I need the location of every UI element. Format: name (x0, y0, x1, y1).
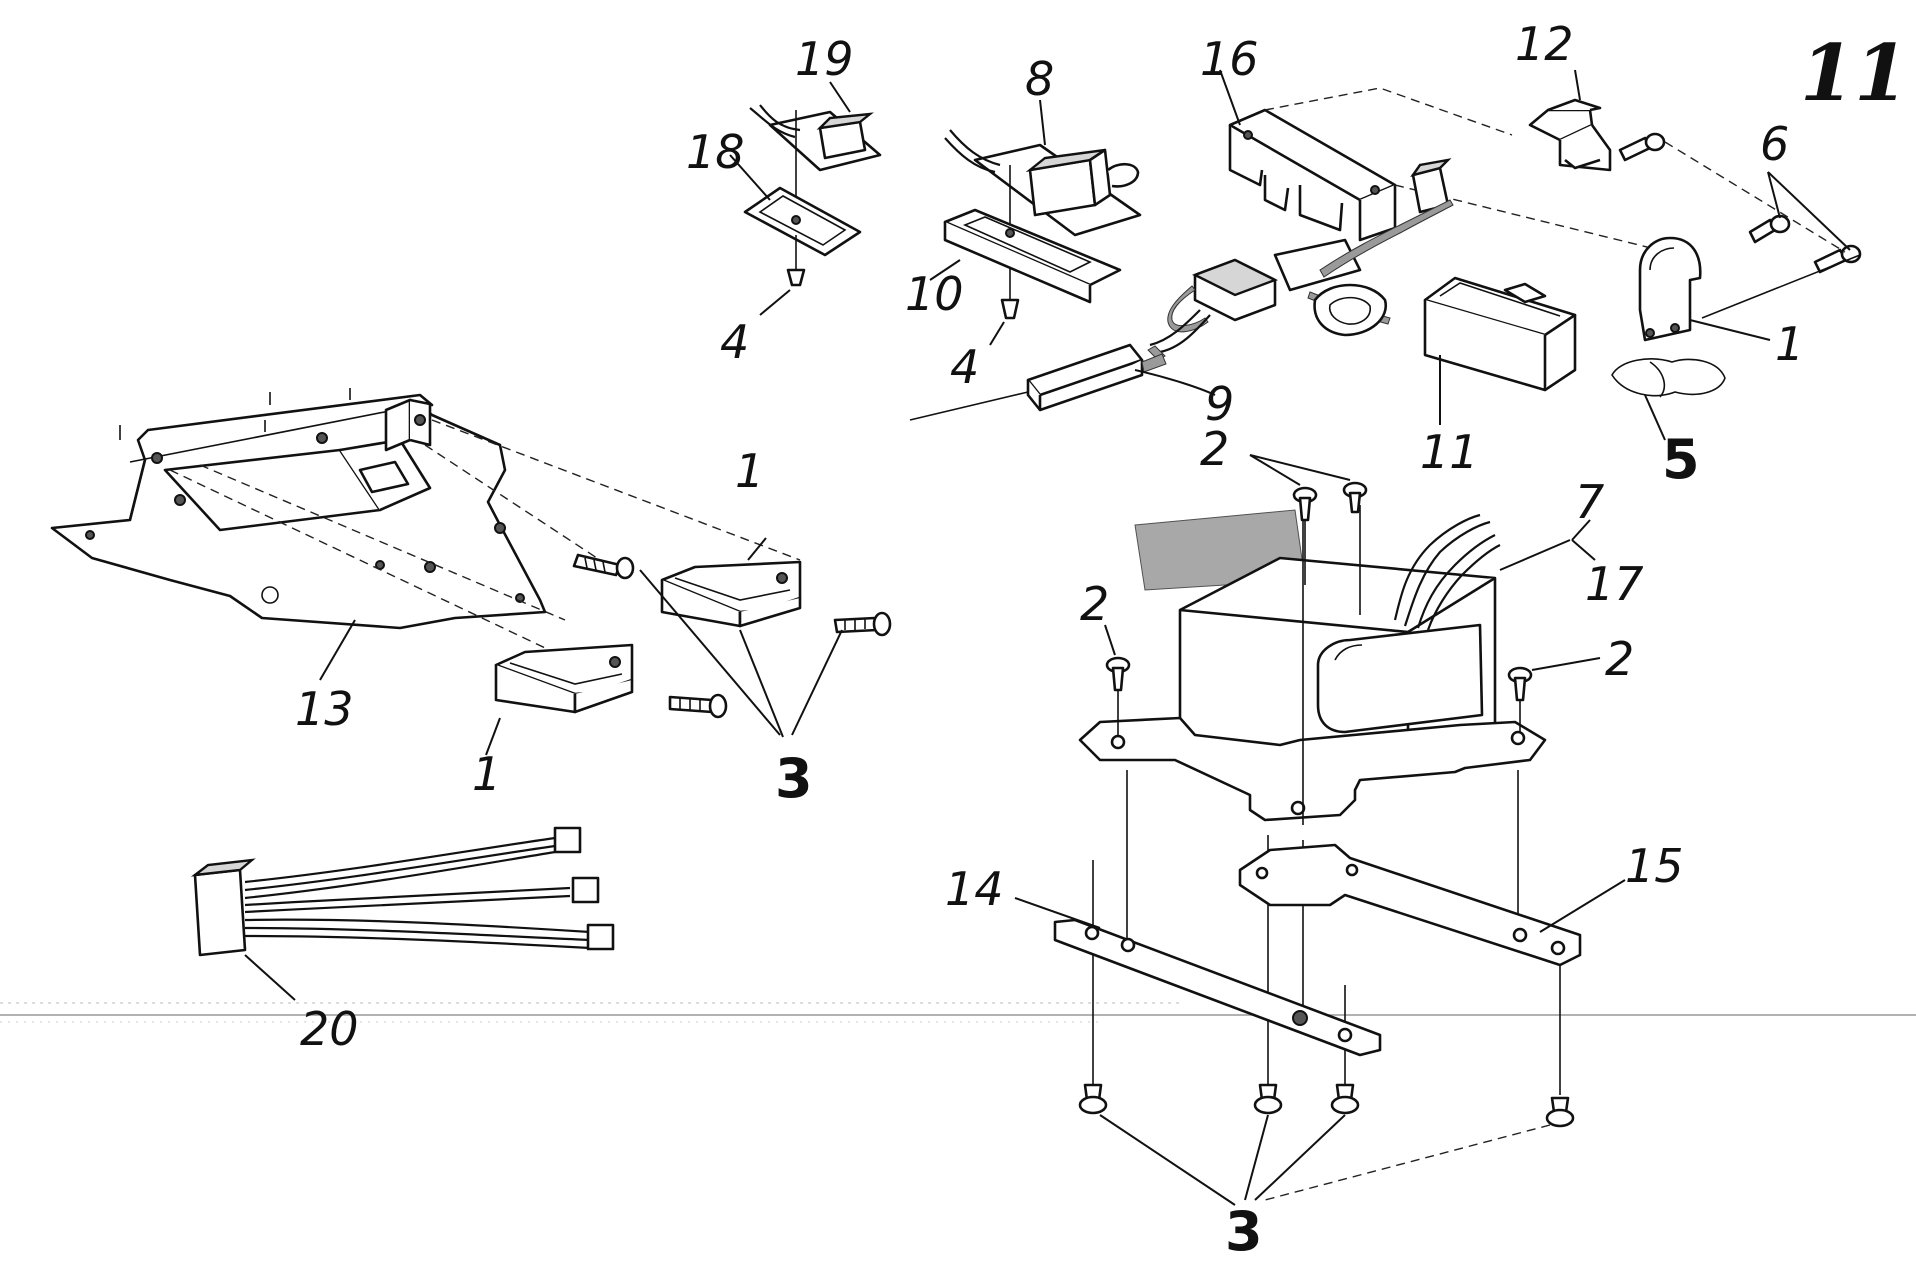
callout-15: 15 (1625, 839, 1684, 893)
screw-3-b (1253, 1083, 1283, 1115)
callout-1-bracket-upper: 1 (735, 444, 764, 498)
part-1-cap (1638, 236, 1861, 342)
part-6-screws (1618, 132, 1862, 274)
screw-2-left (1105, 656, 1131, 735)
callout-14: 14 (945, 862, 1004, 916)
callout-19: 19 (795, 32, 854, 86)
callout-11: 11 (1420, 425, 1479, 479)
part-18-sensor-base (729, 154, 862, 257)
callout-13: 13 (295, 682, 354, 736)
callout-5: 5 (1662, 428, 1700, 491)
callout-8: 8 (1025, 52, 1054, 106)
screw-6b (1748, 214, 1791, 244)
screw-4-left (759, 235, 806, 316)
callout-3-bottom: 3 (1225, 1200, 1263, 1263)
part-11-cover-box (1423, 276, 1577, 425)
callout-9: 9 (1205, 377, 1234, 431)
left-leader-lines (319, 537, 843, 756)
part-20-wire-harness (190, 826, 615, 1001)
screw-2-top-b (1342, 481, 1368, 514)
switch-wiring-assembly (1147, 158, 1454, 361)
callout-1-bracket-lower: 1 (472, 747, 501, 801)
part-13-mounting-plate (50, 388, 547, 630)
part-5-gasket (1611, 358, 1726, 441)
screw-3-c (1330, 1083, 1360, 1115)
part-15-mounting-bar (1238, 843, 1626, 967)
callout-2-top: 2 (1200, 422, 1229, 476)
part-16-switch-bracket (1219, 69, 1701, 261)
screw-3-d (1545, 1096, 1575, 1128)
callout-2-right: 2 (1605, 632, 1634, 686)
plate-to-bracket-dashed-lines (169, 419, 801, 656)
callout-labels: 11 12 6 1 5 11 16 8 19 18 4 10 4 9 2 7 1… (295, 17, 1909, 1263)
callout-12: 12 (1515, 17, 1574, 71)
part-3-screws-bottom (1078, 1083, 1575, 1206)
part-2-screws (1104, 454, 1601, 735)
screw-3-a (1078, 1083, 1108, 1115)
part-1-bracket-lower (494, 643, 634, 714)
callout-10: 10 (905, 267, 964, 321)
screw-6c (1813, 244, 1862, 274)
scan-artifact-lines (0, 1002, 1916, 1023)
part-10-relay-base (929, 208, 1122, 304)
callout-7: 7 (1575, 475, 1604, 529)
part-7-transformer (1078, 505, 1596, 822)
callout-4-mid: 4 (950, 340, 979, 394)
screw-upper-left (572, 553, 635, 580)
screw-upper-right (833, 611, 892, 637)
callout-20: 20 (300, 1002, 359, 1056)
callout-2-left: 2 (1080, 577, 1109, 631)
part-1-bracket-upper (660, 560, 802, 628)
callout-6: 6 (1760, 117, 1789, 171)
part-19-sensor-assembly (749, 81, 882, 220)
part-12-small-bracket (1528, 69, 1612, 172)
part-9-connector (909, 343, 1216, 421)
part-14-mounting-bar (1014, 897, 1382, 1057)
callout-1-cap: 1 (1775, 317, 1804, 371)
screw-4-mid (989, 298, 1020, 346)
figure-number: 11 (1800, 28, 1909, 119)
callout-3-brackets: 3 (775, 747, 813, 810)
screw-lower (668, 693, 728, 719)
screw-6a (1618, 132, 1666, 162)
screw-2-right (1507, 666, 1533, 732)
screw-2-top-a (1292, 486, 1318, 522)
part-8-relay-assembly (944, 99, 1142, 300)
callout-16: 16 (1200, 32, 1259, 86)
callout-17: 17 (1585, 557, 1644, 611)
callout-18: 18 (686, 125, 745, 179)
bracket-screws (572, 553, 892, 719)
callout-4-left: 4 (720, 315, 749, 369)
